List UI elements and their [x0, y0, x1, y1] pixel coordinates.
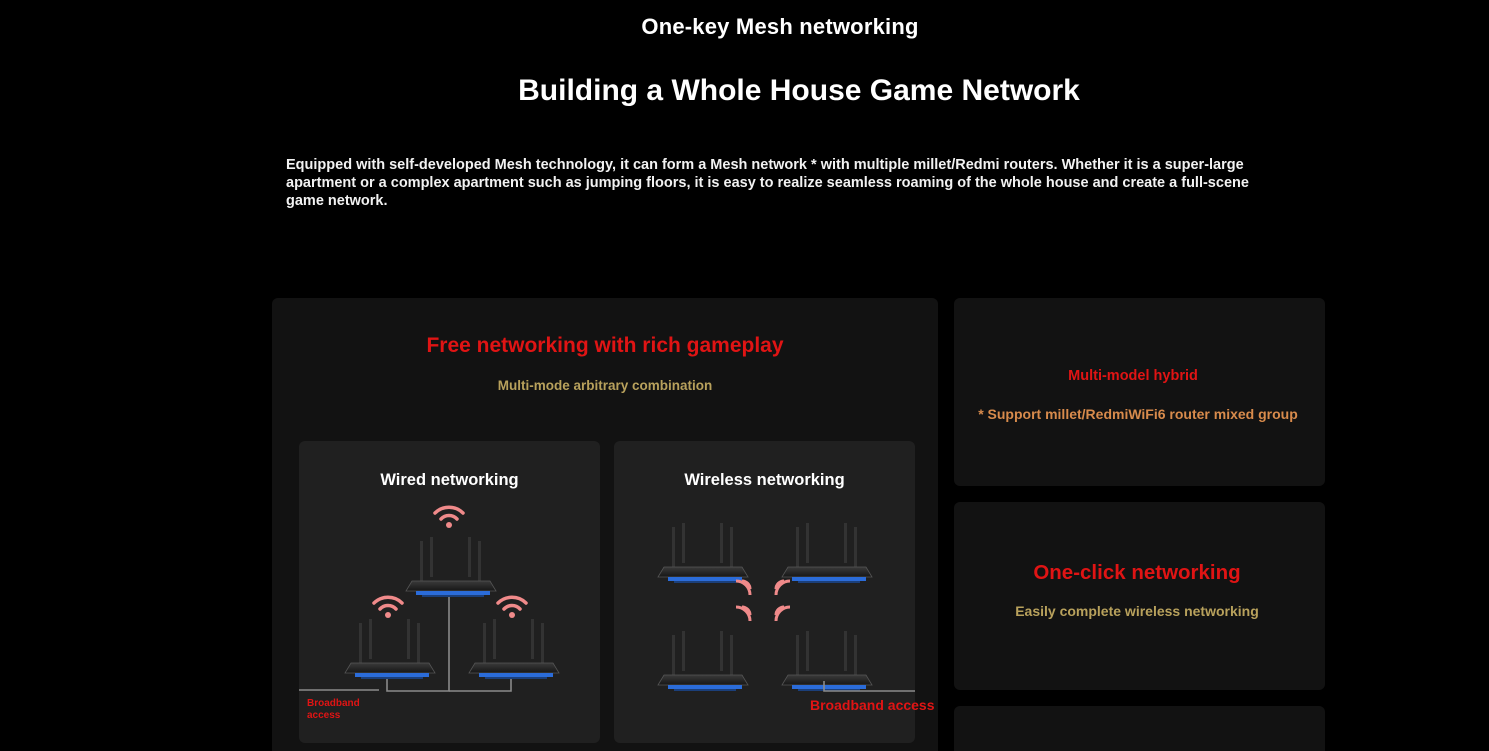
wireless-networking-panel: Wireless networking — [614, 441, 915, 743]
router-icon — [468, 618, 560, 680]
router-icon — [657, 630, 749, 692]
free-networking-title: Free networking with rich gameplay — [426, 334, 784, 357]
wifi-wave-icon — [774, 605, 792, 623]
router-icon — [344, 618, 436, 680]
wifi-signal-icon — [496, 595, 528, 620]
router-icon — [781, 522, 873, 584]
wired-diagram — [299, 505, 560, 692]
wired-connection-lines — [299, 591, 512, 692]
wired-panel-title: Wired networking — [380, 471, 519, 489]
wireless-diagram — [657, 522, 915, 692]
multi-model-hybrid-card: Multi-model hybrid * Support millet/Redm… — [954, 298, 1325, 486]
router-icon — [405, 536, 497, 598]
one-click-networking-card: One-click networking Easily complete wir… — [954, 502, 1325, 690]
broadband-access-label-wireless: Broadband access — [810, 697, 935, 713]
page-headline: Building a Whole House Game Network — [518, 74, 1080, 107]
wifi-wave-icon — [734, 579, 752, 597]
broadband-access-label-wired: Broadband access — [307, 698, 360, 721]
wifi-wave-icon — [774, 579, 792, 597]
intro-paragraph: Equipped with self-developed Mesh techno… — [286, 157, 1249, 209]
wifi-signal-icon — [372, 595, 404, 620]
wifi-wave-icon — [734, 605, 752, 623]
wifi-signal-icon — [433, 505, 465, 530]
eyebrow-title: One-key Mesh networking — [641, 14, 919, 39]
free-networking-subtitle: Multi-mode arbitrary combination — [497, 378, 713, 393]
router-icon — [657, 522, 749, 584]
feature-card-partial — [954, 706, 1325, 751]
router-icon — [781, 630, 873, 692]
wired-networking-panel: Wired networking Broadband access — [299, 441, 600, 743]
free-networking-card: Free networking with rich gameplay Multi… — [272, 298, 938, 751]
wireless-broadband-line — [823, 681, 915, 692]
one-click-networking-subtitle: Easily complete wireless networking — [1015, 603, 1259, 619]
one-click-networking-title: One-click networking — [1033, 561, 1241, 584]
multi-model-hybrid-subtitle: * Support millet/RedmiWiFi6 router mixed… — [978, 406, 1298, 422]
multi-model-hybrid-title: Multi-model hybrid — [1068, 368, 1198, 384]
wireless-panel-title: Wireless networking — [684, 471, 845, 489]
